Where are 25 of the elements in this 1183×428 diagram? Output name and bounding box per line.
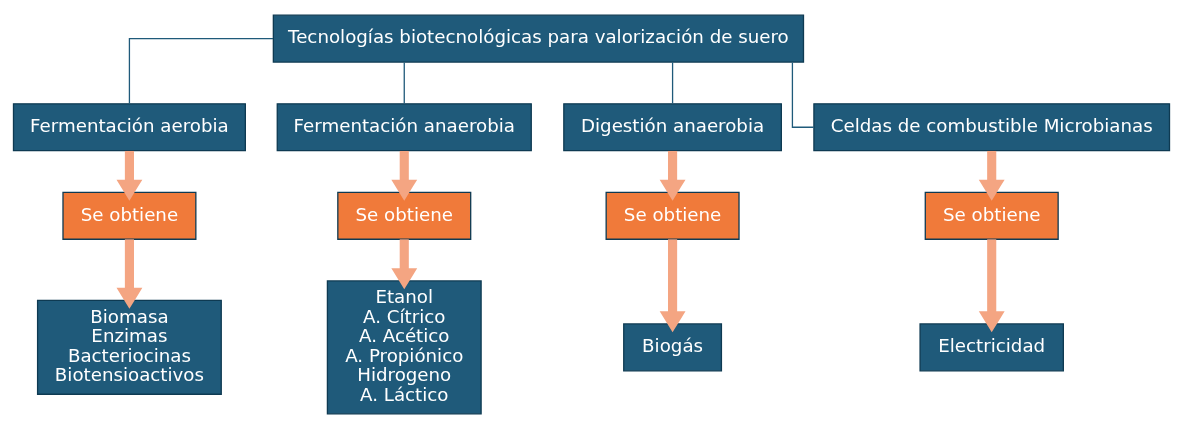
node-box: Biomasa Enzimas Bacteriocinas Biotensioactivos — [36, 299, 222, 395]
node-box: Electricidad — [919, 322, 1064, 371]
arrow — [659, 238, 686, 332]
node-box: Biogás — [623, 322, 723, 371]
node-box: Digestión anaerobia — [563, 102, 782, 151]
connector — [128, 37, 274, 104]
node-box: Tecnologías biotecnológicas para valorización de suero — [272, 14, 805, 63]
node-box: Celdas de combustible Microbianas — [813, 102, 1171, 151]
node-box: Se obtiene — [62, 191, 197, 240]
arrow — [978, 150, 1005, 201]
node-box: Fermentación anaerobia — [276, 102, 532, 151]
arrow — [659, 150, 686, 201]
node-box: Se obtiene — [605, 191, 740, 240]
node-box: Etanol A. Cítrico A. Acético A. Propiónico Hidrogeno A. Láctico — [326, 279, 482, 414]
arrow — [391, 238, 418, 289]
arrow — [116, 150, 143, 201]
connector — [403, 61, 405, 104]
node-box: Fermentación aerobia — [12, 102, 246, 151]
node-box: Se obtiene — [924, 191, 1059, 240]
arrow — [116, 238, 143, 309]
arrow — [978, 238, 1005, 332]
connector — [671, 61, 674, 104]
arrow — [391, 150, 418, 201]
node-box: Se obtiene — [337, 191, 472, 240]
connector — [791, 61, 815, 128]
